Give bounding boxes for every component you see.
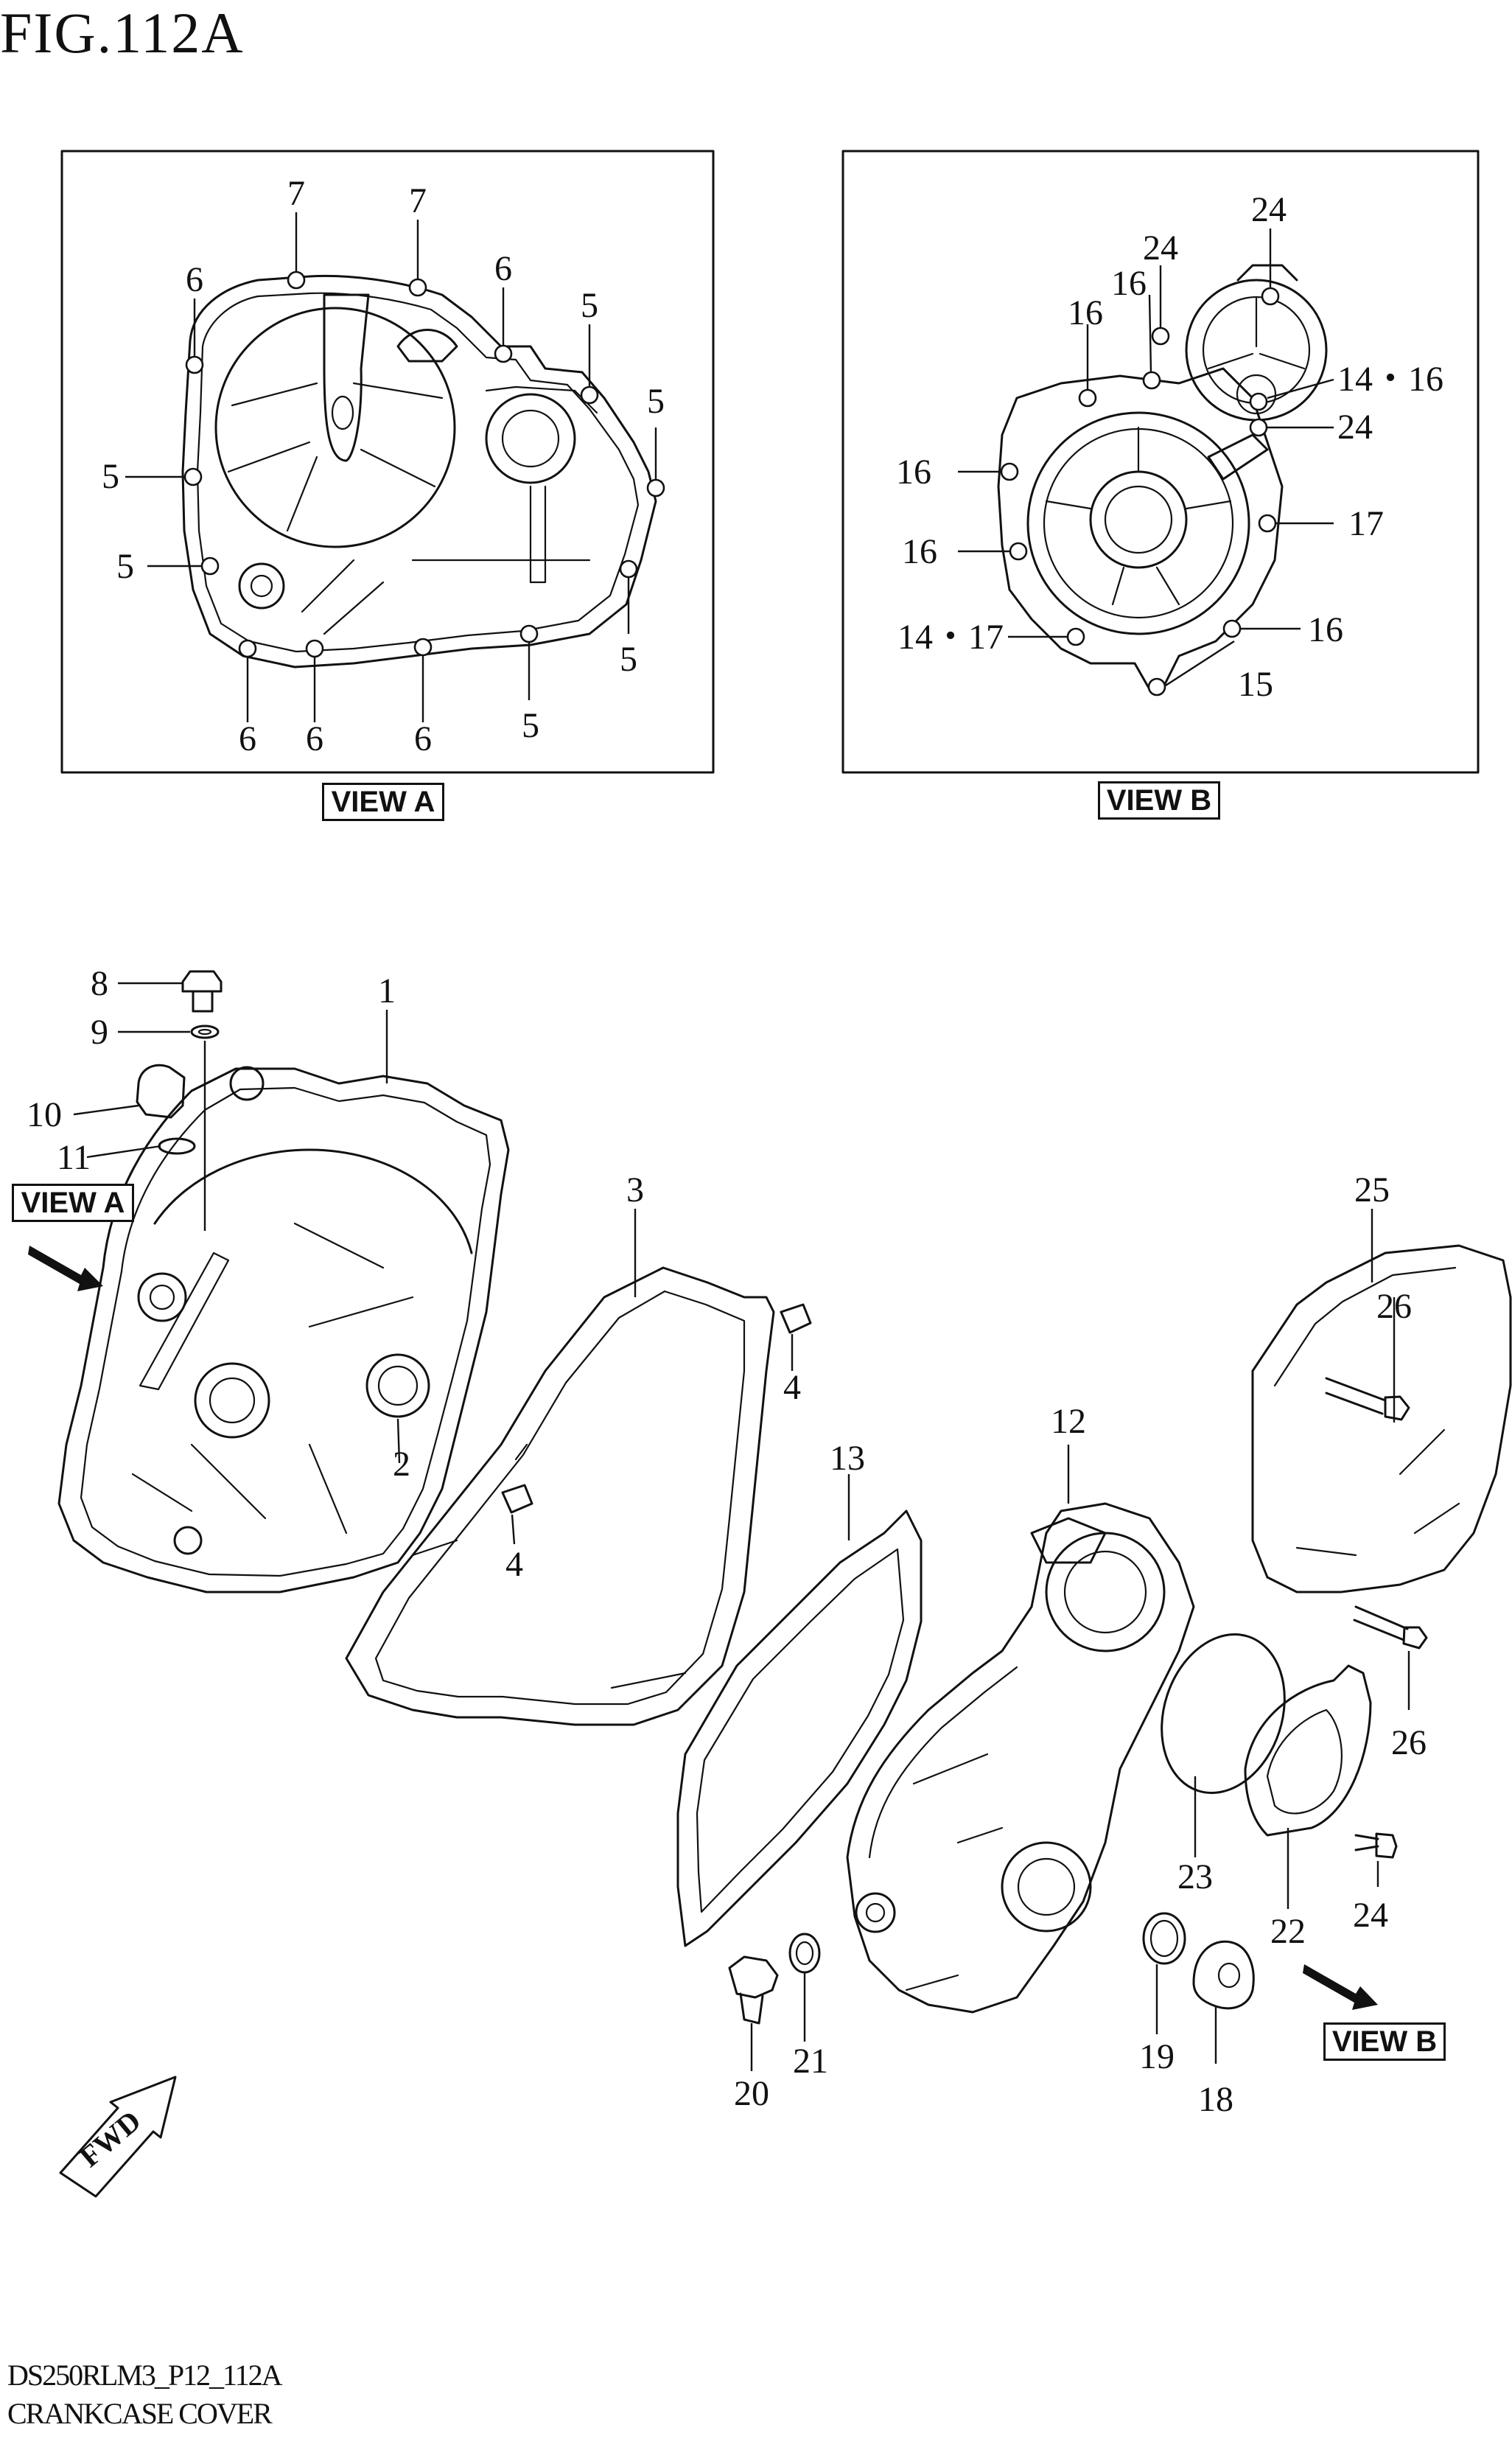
view-a-callout: 7 [287,174,305,213]
part-8-bolt [181,970,223,1013]
view-b-callout: 14・16 [1337,360,1443,399]
callout-part: 21 [793,2042,828,2081]
callout-part: 1 [378,971,396,1010]
view-a-callout: 7 [409,181,427,220]
drawing-code: DS250RLM3_P12_112A [7,2359,282,2392]
view-a-callout: 5 [522,706,539,745]
view-b-callout: 16 [1111,264,1147,303]
callout-part: 26 [1391,1723,1427,1762]
callout-part: 26 [1376,1287,1412,1326]
view-a-callout: 5 [116,547,134,586]
fwd-label: FWD [73,2104,147,2173]
callout-part: 18 [1198,2080,1233,2119]
view-a-cover-inner [196,292,640,653]
figure-title: FIG.112A [0,1,245,65]
part-22-pump-cover [1244,1664,1372,1837]
part-12-generator-cover [846,1502,1195,2014]
part-20-drain-bolt [728,1955,779,2025]
view-b-callout: 16 [1308,610,1343,649]
callout-part: 8 [91,964,108,1003]
callout-part: 9 [91,1013,108,1052]
callout-part: 13 [830,1439,865,1478]
view-b-callout: 15 [1238,665,1273,704]
callout-part: 11 [57,1138,91,1177]
part-21-washer [788,1933,821,1974]
view-b-callouts: 24 24 16 16 14・16 24 16 17 16 16 14・17 1… [896,190,1443,704]
part-4-dowel [780,1303,812,1334]
view-b-callout: 24 [1337,408,1373,447]
part-9-washer [190,1024,220,1039]
part-13-gasket [676,1509,923,1947]
part-3-gasket [345,1266,775,1726]
callout-part: 3 [626,1170,644,1209]
callout-part: 20 [734,2074,769,2113]
view-a-label: VIEW A [322,783,444,821]
callout-part: 19 [1139,2037,1175,2076]
callout-part: 12 [1051,1402,1086,1441]
fwd-arrow: FWD [59,2076,177,2198]
view-a-callout: 6 [414,719,432,758]
part-19-o-ring [1142,1912,1186,1965]
view-a-callout: 6 [186,260,203,299]
view-b-label: VIEW B [1098,781,1220,820]
view-a-callout: 6 [239,719,256,758]
view-b-callout: 16 [902,532,937,571]
callout-part: 23 [1177,1857,1213,1896]
view-b-callout: 14・17 [897,618,1004,657]
callout-part: 22 [1270,1912,1306,1951]
callout-part: 10 [27,1095,62,1134]
view-a-callout: 5 [581,286,598,325]
view-b-bolts [1000,287,1280,697]
part-10-cap [136,1064,186,1119]
view-a-callout: 6 [494,249,512,288]
view-a-cover-outline [181,274,657,669]
part-1-clutch-cover [57,1067,510,1593]
main-callouts: 8 9 10 11 1 3 4 2 4 13 12 25 26 26 23 22… [27,964,1427,2119]
part-4-dowel [501,1484,533,1514]
callout-part: 2 [393,1445,410,1484]
view-b-callout-label: VIEW B [1323,2022,1446,2061]
view-b-cover-outline [997,367,1284,691]
view-b-generator-cover [1026,411,1250,635]
view-b-panel: 24 24 16 16 14・16 24 16 17 16 16 14・17 1… [841,150,1480,774]
callout-part: 4 [783,1368,801,1407]
part-26-bolt [1325,1377,1409,1641]
view-b-arrow [1303,1964,1378,2010]
callout-part: 25 [1354,1170,1390,1209]
view-a-callouts: 7 7 6 6 5 5 5 5 5 5 6 6 6 [102,174,665,758]
view-a-pump-body [485,393,576,484]
diagram-name: CRANKCASE COVER [7,2397,273,2430]
part-18-plug [1192,1940,1255,2010]
callout-part: 4 [505,1545,523,1584]
view-a-release-lever [323,293,370,462]
view-b-callout: 16 [1068,293,1103,332]
view-b-callout: 16 [896,453,931,492]
view-a-callout: 5 [620,640,637,679]
view-a-clutch-housing [214,307,456,548]
view-b-callout: 17 [1348,504,1384,543]
part-25-sprocket-cover [1251,1244,1512,1593]
view-a-callout: 5 [102,457,119,496]
part-2-seal [365,1353,430,1418]
view-b-callout: 24 [1251,190,1287,229]
view-a-panel: 7 7 6 6 5 5 5 5 5 5 6 6 6 [60,150,715,774]
view-b-callout: 24 [1143,228,1178,268]
part-23-o-ring [1161,1633,1286,1794]
view-a-arrow [28,1246,103,1291]
view-a-ribs [227,382,444,532]
view-a-callout: 6 [306,719,323,758]
exploded-view: FWD 8 9 10 11 1 3 4 2 4 13 12 25 26 26 2… [27,964,1512,2198]
part-24-bolt [1354,1834,1379,1851]
view-a-callout-label: VIEW A [12,1184,134,1222]
callout-part: 24 [1353,1896,1388,1935]
view-a-callout: 5 [647,382,665,421]
